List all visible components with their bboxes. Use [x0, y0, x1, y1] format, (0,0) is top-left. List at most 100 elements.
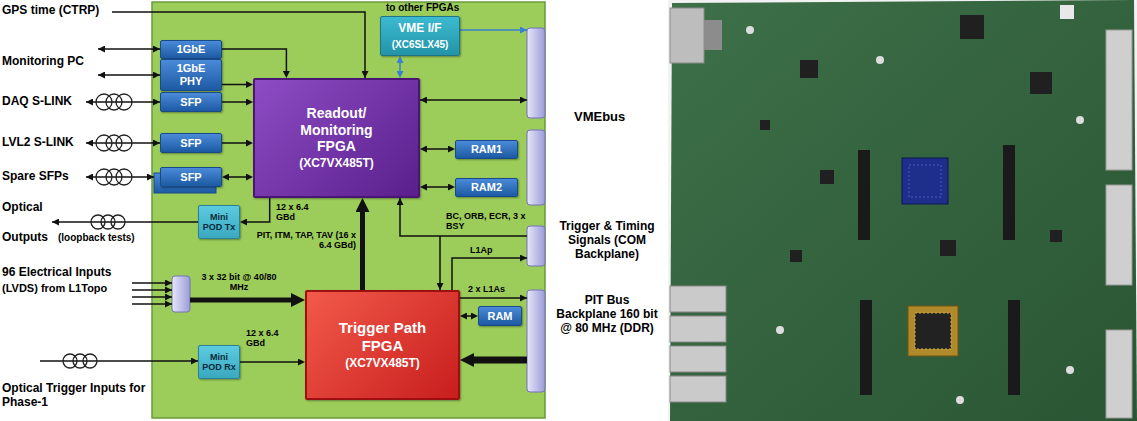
box-text-group: Trigger Path FPGA (XC7VX485T) [333, 319, 433, 370]
signal-label: VMEbus [574, 110, 625, 125]
fibre-coil [83, 354, 97, 368]
connector-arrow [360, 212, 365, 290]
backplane-connector [1106, 30, 1132, 170]
box-text-group: RAM2 [471, 181, 502, 194]
fibre-coil [96, 94, 112, 110]
pit-bus-arrow [474, 357, 527, 364]
ethernet-wire [98, 74, 160, 76]
minipod-socket [1008, 300, 1020, 395]
capacitor [746, 26, 754, 34]
signal-label: 2 x L1As [468, 284, 505, 294]
box-title: SFP [180, 171, 201, 184]
fibre-wire [40, 360, 198, 362]
connector-arrow [222, 101, 246, 103]
box-title: VME I/F [392, 22, 449, 36]
chip-type: (XC7VX485T) [333, 357, 433, 371]
box-text-group: RAM [487, 310, 512, 323]
box-title: Trigger Path FPGA [333, 319, 433, 354]
photo-background [668, 0, 1137, 421]
backplane-connector [1106, 330, 1132, 418]
chip [960, 15, 984, 39]
fpga-chip [908, 306, 958, 356]
connector-arrow [229, 176, 246, 178]
box-title: Mini POD Tx [202, 212, 236, 233]
connector-arrow [222, 142, 246, 144]
connector-arrow [240, 361, 298, 363]
connector-arrow [222, 49, 286, 71]
signal-label: Optical [2, 201, 43, 215]
fpga-box: VME I/F (XC6SLX45) [380, 16, 460, 56]
chip-type: (XC6SLX45) [392, 39, 449, 51]
fibre-coil [116, 135, 132, 151]
lvds-wire [132, 289, 172, 291]
connector-arrow [427, 148, 448, 150]
fibre-wire [86, 142, 160, 144]
signal-label: Optical Trigger Inputs for Phase-1 [2, 382, 152, 410]
edge-label: 12 x 6.4 GBd [276, 202, 322, 223]
connector-arrow [399, 63, 401, 71]
box-text-group: 1GbE [177, 43, 206, 56]
chip [1030, 72, 1052, 94]
signal-label: (LVDS) from L1Topo [2, 282, 107, 295]
ram-box: RAM1 [455, 140, 518, 159]
box-title: RAM [487, 310, 512, 323]
edge-label: PIT, ITM, TAP, TAV (16 x 6.4 GBd) [252, 230, 356, 251]
pcb-photo [670, 0, 1137, 421]
signal-label: PIT Bus Backplane 160 bit @ 80 MHz (DDR) [553, 294, 661, 335]
sfp-cage [670, 376, 726, 402]
signal-label: L1Ap [470, 245, 493, 255]
capacitor [956, 396, 964, 404]
minipod-socket [1003, 145, 1015, 240]
capacitor [876, 56, 884, 64]
box-title: 1GbE PHY [171, 62, 211, 87]
box-text-group: 1GbE PHY [171, 62, 211, 87]
fibre-coil [96, 169, 112, 185]
box-title: RAM1 [471, 143, 502, 156]
edge-label: 12 x 6.4 GBd [246, 328, 282, 349]
lvds-wire [132, 303, 172, 305]
chip-type: (XC7VX485T) [287, 157, 387, 171]
box-title: SFP [180, 137, 201, 150]
rj45-connector [670, 8, 704, 63]
board-ground [152, 2, 545, 418]
signal-label: Trigger & Timing Signals (COM Backplane) [553, 220, 661, 261]
fibre-coil [106, 94, 122, 110]
box-text-group: Mini POD Rx [202, 352, 236, 373]
com-connector [527, 226, 545, 266]
chip [1050, 230, 1062, 242]
timing-wire [460, 297, 527, 299]
signal-label: DAQ S-LINK [2, 95, 72, 109]
backplane-connector [1106, 185, 1132, 285]
sfp-box: SFP [160, 133, 222, 153]
box-title: 1GbE [177, 43, 206, 56]
minipod-socket [860, 300, 872, 395]
signal-label: (loopback tests) [58, 232, 135, 244]
connector-arrow [467, 315, 471, 317]
sfp-cage [670, 346, 726, 372]
heatsink [902, 158, 948, 204]
gps-wire [112, 12, 365, 78]
box-title: SFP [180, 96, 201, 109]
heatsink-fins [915, 313, 951, 349]
fpga-box: Trigger Path FPGA (XC7VX485T) [305, 290, 460, 400]
pit-connector [527, 290, 545, 392]
connector-arrow [222, 84, 246, 86]
fibre-wire [86, 101, 160, 103]
lvds-wire [132, 296, 172, 298]
fpga-box: Readout/ Monitoring FPGA(XC7VX485T) [253, 78, 420, 198]
sfp-cage [670, 286, 726, 312]
connector-arrow [247, 198, 270, 222]
minipod-box: Mini POD Rx [198, 345, 240, 379]
sfp-box: SFP [160, 92, 222, 112]
box-text-group: Mini POD Tx [202, 212, 236, 233]
signal-label: Spare SFPs [2, 170, 69, 184]
signal-label: BC, ORB, ECR, 3 x BSY [446, 211, 526, 232]
lvds-connector [172, 276, 190, 312]
signal-label: 3 x 32 bit @ 40/80 MHz [198, 272, 280, 293]
box-text-group: SFP [180, 137, 201, 150]
signal-label: Outputs [2, 231, 48, 245]
timing-wire [439, 236, 441, 290]
ram-box: RAM [478, 306, 522, 326]
sfp-cage [670, 316, 726, 342]
